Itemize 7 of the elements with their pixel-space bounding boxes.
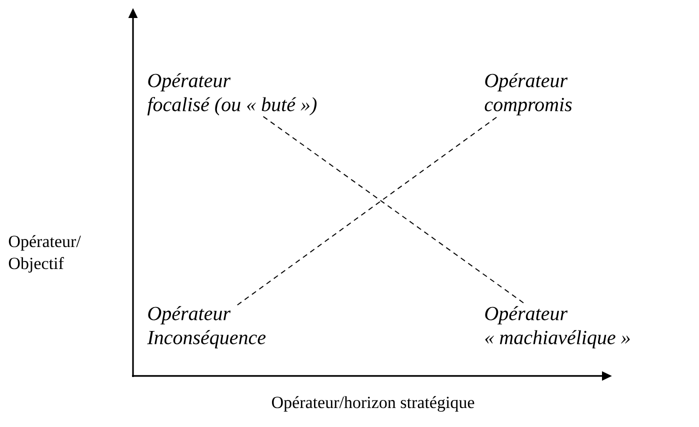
- quadrant-label: Opérateur compromis: [484, 73, 572, 116]
- quadrant-label: Opérateur « machiavélique »: [485, 306, 630, 348]
- quadrant-label: Opérateur Inconséquence: [147, 306, 266, 348]
- quadrant-label: Opérateur focalisé (ou « buté »): [147, 73, 317, 116]
- axis-label: Opérateur/ Objectif: [8, 235, 81, 273]
- dashed-line: [236, 116, 498, 306]
- axis-label: Opérateur/horizon stratégique: [272, 396, 474, 412]
